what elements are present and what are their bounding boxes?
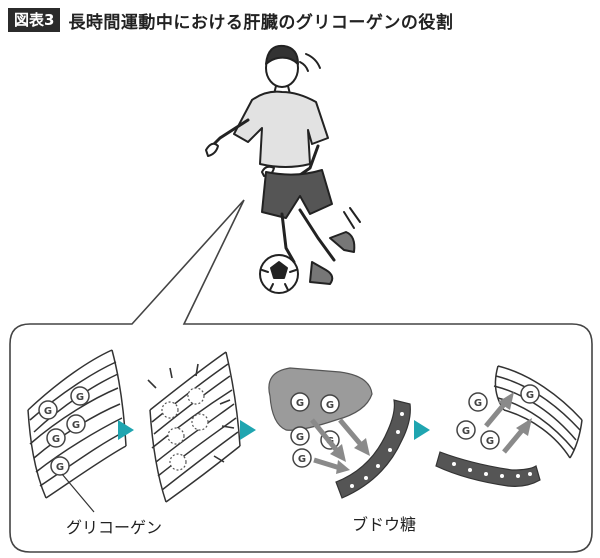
molecule-letter: G: [486, 436, 494, 447]
glycogen-molecules-muscle: G G G G G: [38, 386, 90, 476]
release-marks: [147, 363, 235, 463]
figure-header: 図表3 長時間運動中における肝臓のグリコーゲンの役割: [8, 7, 453, 33]
uptake-arrowheads: [498, 392, 532, 436]
molecule-letter: G: [526, 390, 534, 401]
molecule-letter: G: [76, 392, 84, 403]
step-arrow: [414, 420, 430, 440]
molecule-letter: G: [44, 406, 52, 417]
figure-title: 長時間運動中における肝臓のグリコーゲンの役割: [68, 12, 454, 33]
muscle-receiving-glucose: [493, 365, 583, 459]
molecule-letter: G: [298, 454, 306, 465]
molecule-letter: G: [56, 462, 64, 473]
liver-organ: [268, 367, 373, 431]
figure-number-badge: 図表3: [8, 8, 61, 32]
soccer-player-illustration: [205, 44, 361, 294]
callout-frame: [9, 199, 593, 553]
molecule-letter: G: [296, 432, 304, 443]
muscle-depleting: [149, 351, 241, 503]
molecule-letter: G: [462, 426, 470, 437]
blood-vessel: [335, 399, 411, 499]
leader-line: [61, 473, 95, 513]
dashed-glycogen-molecules: [161, 387, 209, 471]
glycogen-molecules-liver: G G G G G: [290, 392, 340, 468]
glucose-label: ブドウ糖: [352, 515, 417, 534]
molecule-letter: G: [72, 420, 80, 431]
release-arrowheads: [330, 438, 370, 474]
step-arrow: [240, 420, 256, 440]
molecule-letter: G: [326, 400, 334, 411]
molecule-letter: G: [52, 434, 60, 445]
glycogen-label: グリコーゲン: [66, 518, 163, 537]
glucose-molecules: G G G G: [456, 384, 540, 450]
blood-vessel: [435, 451, 541, 487]
step-arrow: [118, 420, 134, 440]
uptake-arrows: [484, 400, 526, 454]
molecule-letter: G: [296, 398, 304, 409]
molecule-letter: G: [474, 398, 482, 409]
release-arrows: [310, 418, 364, 471]
